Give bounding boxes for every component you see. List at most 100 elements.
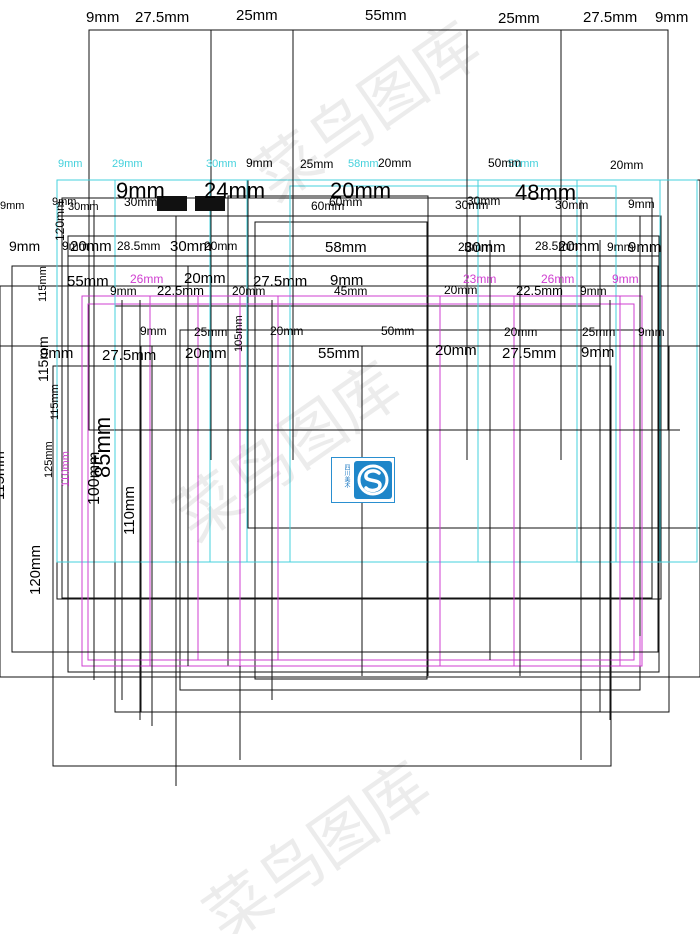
dimension-label: 30mm bbox=[124, 195, 157, 209]
dimension-label: 9mm bbox=[628, 239, 661, 256]
dimension-label: 30mm bbox=[464, 239, 506, 256]
dimension-label: 20mm bbox=[378, 156, 411, 170]
dimension-label: 115mm bbox=[37, 266, 49, 302]
dimension-label: 22.5mm bbox=[516, 283, 563, 298]
dimension-label: 115mm bbox=[0, 451, 8, 500]
dimension-label: 60mm bbox=[329, 195, 362, 209]
dimension-label: 9mm bbox=[40, 345, 73, 362]
dimension-label: 20mm bbox=[204, 239, 237, 253]
outline-rect bbox=[87, 303, 635, 661]
dimension-label: 25mm bbox=[582, 325, 615, 339]
dimension-label: 58mm bbox=[325, 239, 367, 256]
dimension-label: 120mm bbox=[53, 201, 67, 241]
outline-rect bbox=[61, 197, 653, 599]
dimension-label: 100mm bbox=[86, 452, 103, 505]
dimension-label: 48mm bbox=[515, 180, 576, 205]
dimension-label: 9mm bbox=[116, 178, 165, 203]
outline-rect bbox=[0, 285, 700, 678]
dimension-label: 30mm bbox=[455, 198, 488, 212]
dimension-label: 9mm bbox=[655, 9, 688, 26]
dimension-label: 20mm bbox=[558, 238, 600, 255]
dimension-label: 9mm bbox=[0, 200, 24, 212]
dimension-label: 30mm bbox=[555, 198, 588, 212]
dimension-label: 9mm bbox=[581, 344, 614, 361]
outline-rect bbox=[254, 221, 428, 680]
dimension-label: 9mm bbox=[62, 239, 89, 253]
dimension-label: 20mm bbox=[70, 238, 112, 255]
dimension-label: 20mm bbox=[610, 158, 643, 172]
dimension-label: 20mm bbox=[232, 284, 265, 298]
dimension-label: 27.5mm bbox=[135, 9, 189, 26]
dimension-label: 110mm bbox=[60, 451, 72, 487]
brand-logo: 四川美术 bbox=[331, 457, 395, 503]
dimension-label: 22.5mm bbox=[157, 283, 204, 298]
dimension-label: 26mm bbox=[541, 272, 574, 286]
dimension-label: 25mm bbox=[236, 7, 278, 24]
dimension-label: 20mm bbox=[185, 345, 227, 362]
dimension-label: 25mm bbox=[194, 325, 227, 339]
dimension-label: 25mm bbox=[300, 157, 333, 171]
dimension-label: 85mm bbox=[90, 417, 115, 478]
dimension-label: 105mm bbox=[233, 315, 245, 352]
dimension-label: 125mm bbox=[43, 441, 55, 478]
dimension-label: 50mm bbox=[508, 158, 539, 170]
dimension-label: 9mm bbox=[246, 156, 273, 170]
dimension-label: 55mm bbox=[318, 345, 360, 362]
dimension-label: 30mm bbox=[206, 158, 237, 170]
dimension-label: 9mm bbox=[9, 238, 40, 254]
outline-rect bbox=[67, 235, 660, 673]
dimension-label: 60mm bbox=[311, 199, 344, 213]
dimension-label: 27.5mm bbox=[253, 273, 307, 290]
redaction-block bbox=[195, 196, 225, 211]
dimension-label: 50mm bbox=[381, 324, 414, 338]
dimension-label: 9mm bbox=[140, 324, 167, 338]
dimension-label: 27.5mm bbox=[102, 347, 156, 364]
dimension-label: 9mm bbox=[52, 196, 76, 208]
outline-rect bbox=[179, 329, 641, 691]
dimension-label: 24mm bbox=[204, 178, 265, 203]
dimension-label: 115mm bbox=[35, 336, 51, 382]
dimension-label: 9mm bbox=[638, 325, 665, 339]
dimension-label: 110mm bbox=[121, 486, 138, 535]
dimension-label: 20mm bbox=[270, 324, 303, 338]
logo-side-text: 四川美术 bbox=[343, 464, 350, 488]
dimension-label: 30mm bbox=[170, 238, 212, 255]
dimension-label: 25mm bbox=[498, 10, 540, 27]
dimension-label: 9mm bbox=[580, 284, 607, 298]
dimension-label: 30mm bbox=[467, 194, 500, 208]
dimension-label: 30mm bbox=[68, 201, 99, 213]
dimension-label: 27.5mm bbox=[502, 345, 556, 362]
dimension-label: 28.5mm bbox=[535, 239, 578, 253]
dimension-label: 20mm bbox=[458, 240, 491, 254]
outline-rect bbox=[289, 185, 617, 563]
dimension-label: 9mm bbox=[86, 9, 119, 26]
dimension-label: 9mm bbox=[110, 284, 137, 298]
dimension-label: 120mm bbox=[27, 545, 44, 595]
dimension-label: 9mm bbox=[330, 272, 363, 289]
dimension-label: 23mm bbox=[463, 272, 496, 286]
s-logo-icon bbox=[354, 461, 392, 499]
dimension-label: 45mm bbox=[334, 284, 367, 298]
dimension-label: 50mm bbox=[488, 156, 521, 170]
dimension-label: 20mm bbox=[184, 270, 226, 287]
dimension-label: 9mm bbox=[628, 197, 655, 211]
dimension-label: 28.5mm bbox=[117, 239, 160, 253]
dimension-label: 26mm bbox=[130, 272, 163, 286]
dimension-label: 20mm bbox=[504, 325, 537, 339]
redaction-block bbox=[157, 196, 187, 211]
dimension-label: 9mm bbox=[58, 158, 82, 170]
outline-rect bbox=[140, 345, 670, 713]
outline-rect bbox=[52, 365, 612, 767]
dimension-label: 20mm bbox=[435, 342, 477, 359]
dimension-label: 20mm bbox=[444, 283, 477, 297]
dimension-label: 55mm bbox=[365, 7, 407, 24]
dimension-label: 20mm bbox=[330, 178, 391, 203]
dimension-label: 115mm bbox=[49, 384, 61, 420]
outline-rect bbox=[56, 179, 698, 563]
dimension-label: 9mm bbox=[612, 272, 639, 286]
dimension-label: 58mm bbox=[348, 158, 379, 170]
dimension-label: 29mm bbox=[112, 158, 143, 170]
dimension-label: 55mm bbox=[67, 273, 109, 290]
dimension-label: 27.5mm bbox=[583, 9, 637, 26]
